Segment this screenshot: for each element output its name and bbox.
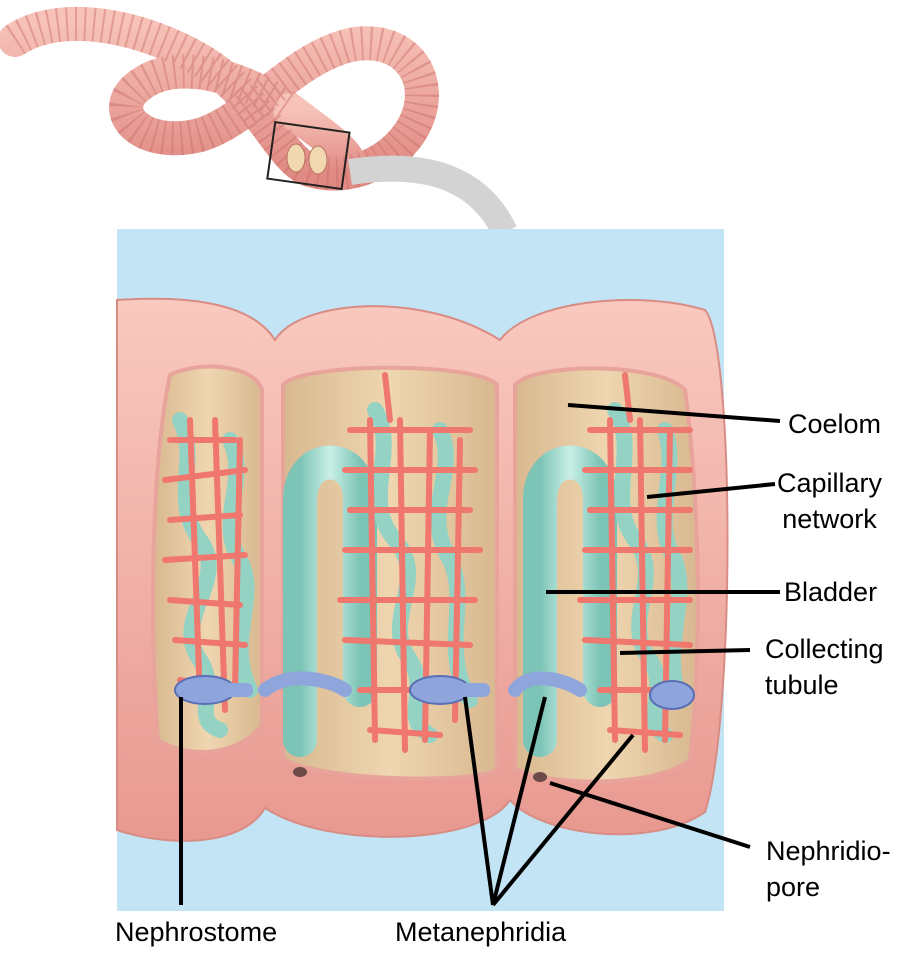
label-nephridiopore-line2: pore — [766, 869, 891, 905]
label-capillary-line2: network — [777, 501, 882, 537]
label-nephrostome: Nephrostome — [115, 914, 277, 950]
label-bladder: Bladder — [784, 574, 877, 610]
label-collecting-line1: Collecting — [765, 631, 884, 667]
label-coelom: Coelom — [788, 406, 881, 442]
label-nephridiopore: Nephridio- pore — [766, 833, 891, 905]
label-nephridiopore-line1: Nephridio- — [766, 833, 891, 869]
label-capillary-line1: Capillary — [777, 465, 882, 501]
label-collecting-tubule: Collecting tubule — [765, 631, 884, 703]
label-collecting-line2: tubule — [765, 667, 884, 703]
label-metanephridia: Metanephridia — [395, 914, 566, 950]
label-capillary-network: Capillary network — [777, 465, 882, 537]
